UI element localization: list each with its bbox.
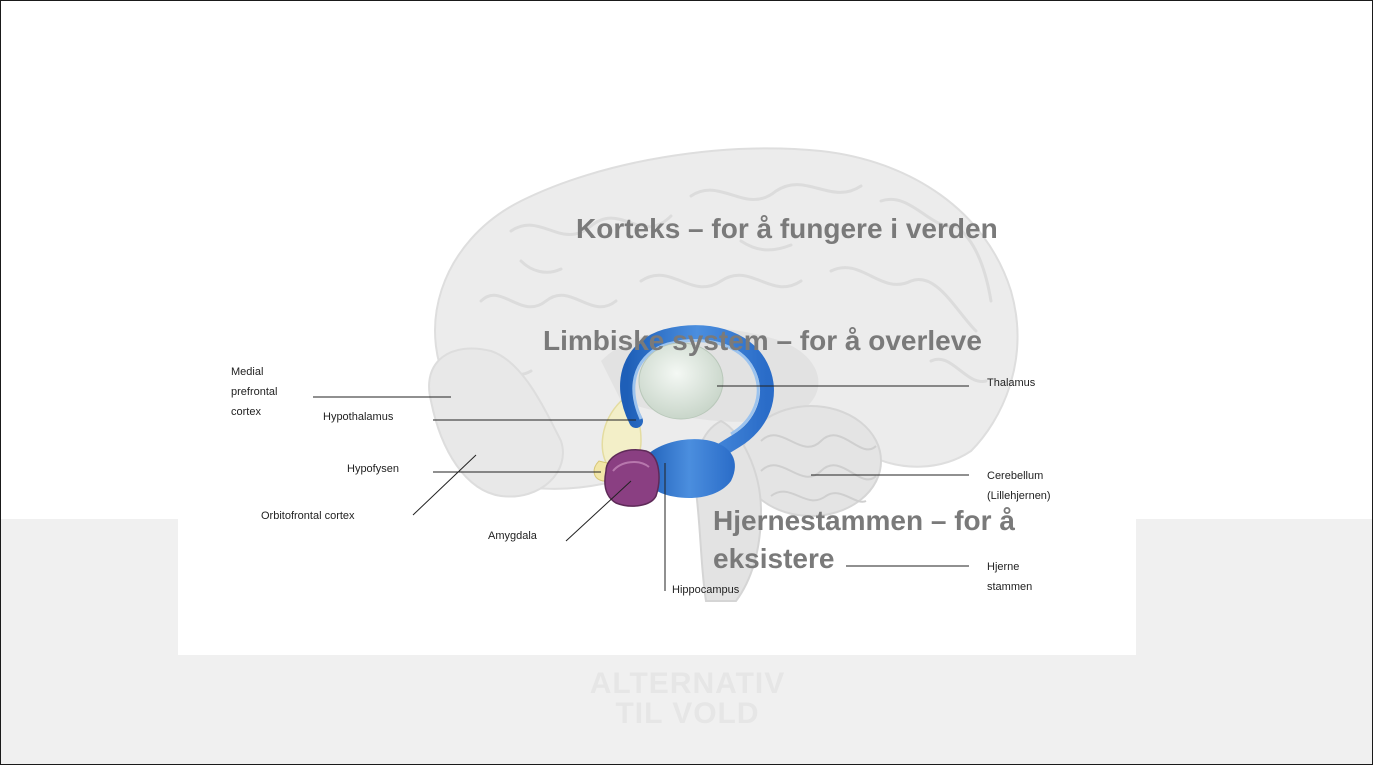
brainstem-heading-line1: Hjernestammen – for å <box>713 505 1015 537</box>
limbic-heading: Limbiske system – for å overleve <box>543 325 982 357</box>
logo-line1: ALTERNATIV <box>1 669 1373 699</box>
label-hypothalamus: Hypothalamus <box>323 411 394 423</box>
label-medial-2: prefrontal <box>231 386 277 398</box>
label-cerebellum-2: (Lillehjernen) <box>987 490 1051 502</box>
label-thalamus: Thalamus <box>987 377 1036 389</box>
label-amygdala: Amygdala <box>488 530 538 542</box>
logo-line2: TIL VOLD <box>1 699 1373 729</box>
label-orbitofrontal: Orbitofrontal cortex <box>261 510 355 522</box>
label-hjerne-1: Hjerne <box>987 561 1019 573</box>
label-medial-3: cortex <box>231 406 261 418</box>
label-hypofysen: Hypofysen <box>347 463 399 475</box>
label-medial-1: Medial <box>231 366 263 378</box>
cortex-heading: Korteks – for å fungere i verden <box>576 213 998 245</box>
label-cerebellum-1: Cerebellum <box>987 470 1043 482</box>
label-hippocampus: Hippocampus <box>672 584 740 596</box>
label-hjerne-2: stammen <box>987 581 1032 593</box>
brainstem-heading-line2: eksistere <box>713 543 834 575</box>
